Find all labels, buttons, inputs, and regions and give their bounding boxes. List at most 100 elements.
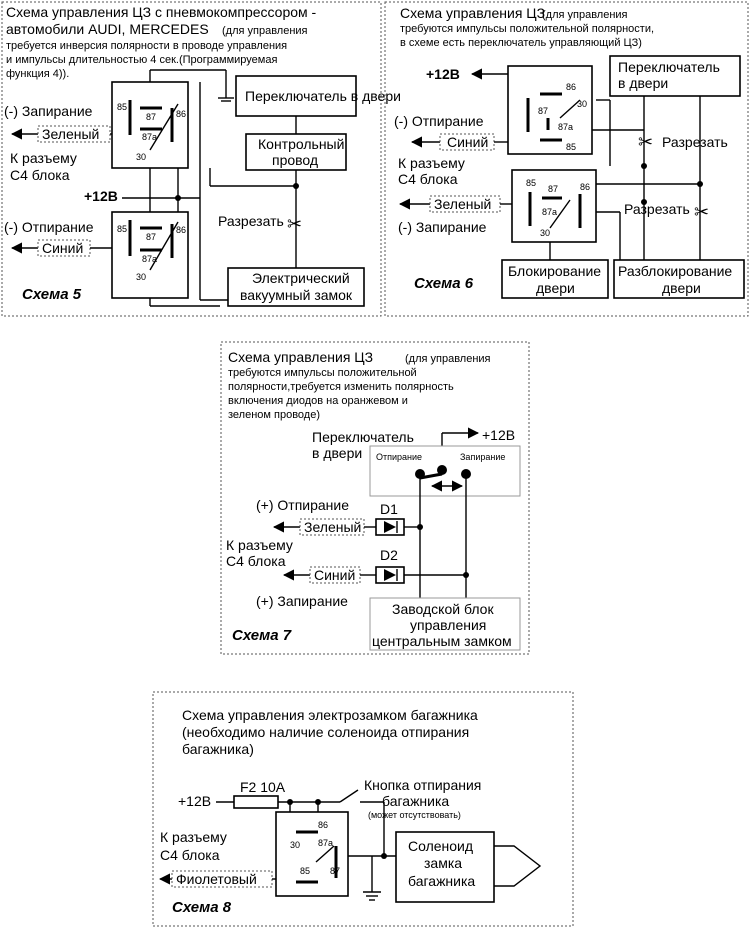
scheme-6-block-door <box>501 259 609 299</box>
scheme-6-unblock-label-2: двери <box>662 280 701 296</box>
pin-87-label: 87 <box>548 184 558 194</box>
scheme-6-title: Схема управления ЦЗ <box>400 5 545 21</box>
scheme-6-connector: К разъему <box>398 155 465 171</box>
scheme-8-button-2: багажника <box>382 793 449 809</box>
scheme-6-note-2: в схеме есть переключатель управляющий Ц… <box>400 37 642 49</box>
scheme-5-note-3: функция 4)). <box>6 68 69 80</box>
scheme-6-unblock-door <box>613 259 745 299</box>
scheme-8-title-1: Схема управления электрозамком багажника <box>182 707 478 723</box>
scheme-8-border <box>152 691 574 927</box>
pin-30-label: 30 <box>136 152 146 162</box>
scheme-8-title-3: багажника) <box>182 741 254 757</box>
scheme-7-panel: Схема управления ЦЗ (для управления треб… <box>220 341 530 655</box>
scheme-7-note-3: включения диодов на оранжевом и <box>228 395 408 407</box>
scheme-5-panel: Схема управления ЦЗ с пневмокомпрессором… <box>1 1 401 317</box>
scheme-7-lock-pos: Запирание <box>460 452 505 462</box>
scheme-7-note-1: требуются импульсы положительной <box>228 367 417 379</box>
scheme-6-block-label-1: Блокирование <box>508 263 601 279</box>
scheme-6-unblock-label-1: Разблокирование <box>618 263 732 279</box>
scheme-5-lock-label-1: Электрический <box>252 270 350 286</box>
scheme-7-factory-unit <box>369 597 521 651</box>
scheme-5-note-1: требуется инверсия полярности в проводе … <box>6 40 287 52</box>
pin-30-label: 30 <box>136 272 146 282</box>
scheme-5-control-label: Контрольный <box>258 136 344 152</box>
pin-85-label: 85 <box>117 102 127 112</box>
scheme-6-door-switch-2: в двери <box>618 75 668 91</box>
pin-30-label: 30 <box>290 840 300 850</box>
scheme-7-factory-2: управления <box>410 617 486 633</box>
scheme-5-vacuum-lock <box>227 267 365 307</box>
scheme-7-connector-block: С4 блока <box>226 553 286 569</box>
pin-86-label: 86 <box>318 820 328 830</box>
scheme-5-control-wire <box>245 133 347 171</box>
scheme-8-connector-block: С4 блока <box>160 847 220 863</box>
scheme-5-wire-green-label: Зеленый <box>42 126 99 142</box>
scheme-7-caption: Схема 7 <box>232 627 292 644</box>
scheme-7-plus12: +12В <box>482 427 515 443</box>
scheme-8-button-3: (может отсутствовать) <box>368 810 461 820</box>
scheme-6-relay-2 <box>511 169 597 243</box>
pin-87a-label: 87a <box>142 254 157 264</box>
pin-87-label: 87 <box>146 112 156 122</box>
scheme-7-note-4: зеленом проводе) <box>228 409 320 421</box>
scheme-8-solenoid-1: Соленоид <box>408 838 473 854</box>
scheme-6-cut-label-2: Разрезать <box>624 201 690 217</box>
scheme-8-panel: Схема управления электрозамком багажника… <box>152 691 574 927</box>
scheme-7-door-switch-1: Переключатель <box>312 429 414 445</box>
scheme-7-unlock-label: (+) Отпирание <box>256 497 349 513</box>
pin-85-label: 85 <box>526 178 536 188</box>
scheme-7-unlock-pos: Отпирание <box>376 452 422 462</box>
scissors-icon: ✂ <box>638 132 653 152</box>
scheme-5-connector-block: С4 блока <box>10 167 70 183</box>
scheme-7-factory-1: Заводской блок <box>392 601 494 617</box>
scheme-5-title: Схема управления ЦЗ с пневмокомпрессором… <box>6 4 317 20</box>
scheme-8-caption: Схема 8 <box>172 899 232 916</box>
pin-87a-label: 87a <box>142 132 157 142</box>
scheme-7-d2: D2 <box>380 547 398 563</box>
scheme-8-plus12: +12В <box>178 793 211 809</box>
scheme-6-lock-label: (-) Запирание <box>398 219 487 235</box>
scheme-5-plus12: +12В <box>84 188 118 204</box>
pin-86-label: 86 <box>176 109 186 119</box>
scheme-8-solenoid-2: замка <box>424 855 462 871</box>
scheme-5-caption: Схема 5 <box>22 286 82 303</box>
scheme-7-wire-green-label: Зеленый <box>304 519 361 535</box>
scheme-6-wire-blue-label: Синий <box>447 134 488 150</box>
pin-85-label: 85 <box>300 866 310 876</box>
scheme-8-button-1: Кнопка отпирания <box>364 777 481 793</box>
scheme-5-border <box>1 1 382 317</box>
pin-87a-label: 87a <box>542 207 557 217</box>
scheme-5-cut-label: Разрезать <box>218 213 284 229</box>
scheme-6-connector-block: С4 блока <box>398 171 458 187</box>
scheme-7-door-switch-2: в двери <box>312 445 362 461</box>
scheme-5-note-2: и импульсы длительностью 4 сек.(Программ… <box>6 54 277 66</box>
scheme-5-title-cont: автомобили AUDI, MERCEDES <box>6 21 209 37</box>
scheme-7-border <box>220 341 530 655</box>
scheme-5-lock-label-2: вакуумный замок <box>240 287 353 303</box>
scheme-6-plus12: +12В <box>426 66 460 82</box>
scheme-6-wire-green-label: Зеленый <box>434 196 491 212</box>
scissors-icon: ✂ <box>694 202 709 222</box>
scheme-8-fuse-label: F2 10A <box>240 779 286 795</box>
scheme-7-factory-3: центральным замком <box>372 633 512 649</box>
scheme-5-control-label-2: провод <box>272 152 318 168</box>
pin-30-label: 30 <box>540 228 550 238</box>
pin-86-label: 86 <box>566 82 576 92</box>
scissors-icon: ✂ <box>287 214 302 234</box>
scheme-7-note-2: полярности,требуется изменить полярность <box>228 381 454 393</box>
scheme-8-wire-violet-label: Фиолетовый <box>176 871 257 887</box>
pin-87a-label: 87a <box>318 838 333 848</box>
scheme-6-door-switch-1: Переключатель <box>618 59 720 75</box>
pin-30-label: 30 <box>577 99 587 109</box>
scheme-7-connector: К разъему <box>226 537 293 553</box>
scheme-6-panel: Схема управления ЦЗ (для управления треб… <box>384 1 749 317</box>
scheme-6-block-label-2: двери <box>536 280 575 296</box>
scheme-6-note-start: (для управления <box>542 9 628 21</box>
scheme-5-door-switch-label: Переключатель в двери <box>245 88 401 104</box>
scheme-5-unlock-label: (-) Отпирание <box>4 219 94 235</box>
scheme-6-note-1: требуются импульсы положительной полярно… <box>400 23 654 35</box>
scheme-7-title: Схема управления ЦЗ <box>228 349 373 365</box>
scheme-5-connector: К разъему <box>10 150 77 166</box>
scheme-6-door-switch <box>609 55 741 97</box>
